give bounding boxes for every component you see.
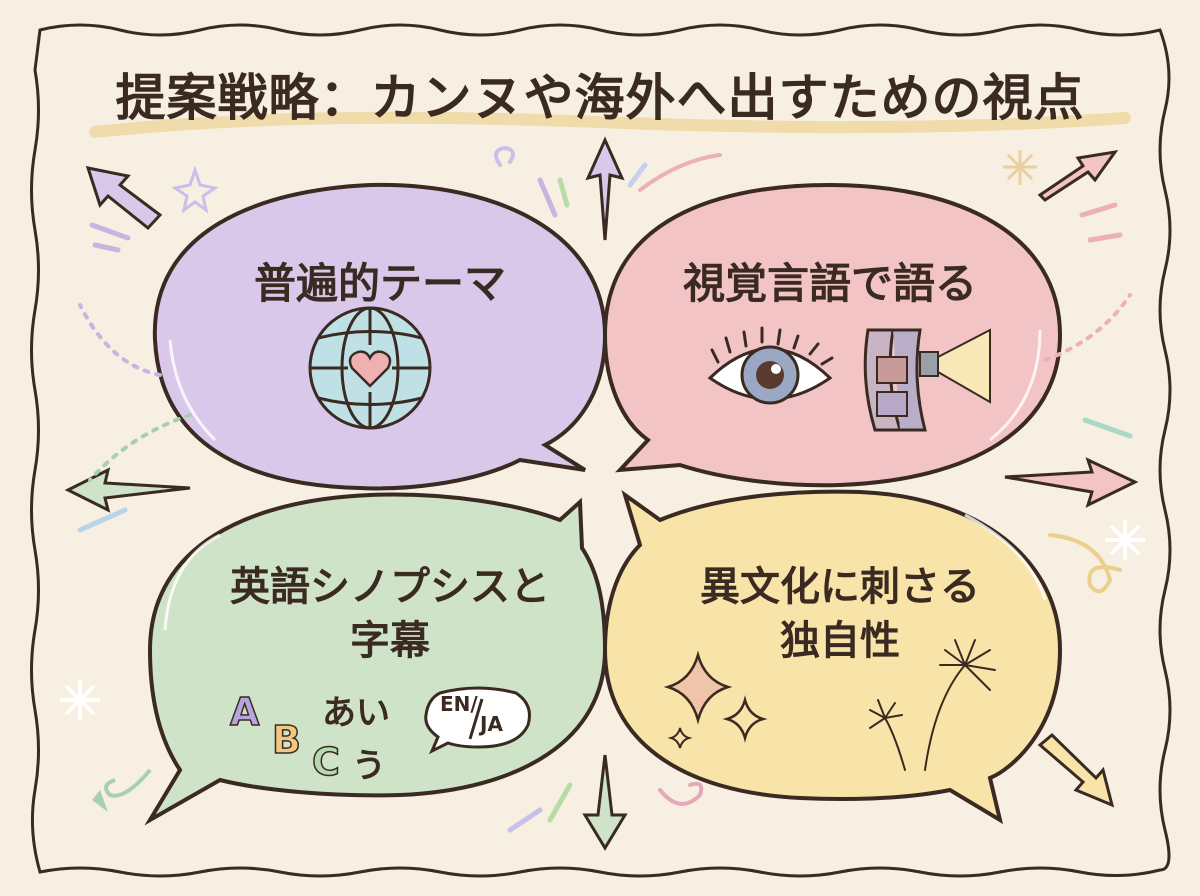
- sparkle-icon: [663, 650, 768, 749]
- title-highlight: [89, 111, 1131, 138]
- arrow-left-icon: [64, 467, 191, 513]
- bubble-label-visual-language: 視覚言語で語る: [682, 259, 977, 308]
- arrow-down-right-icon: [1037, 732, 1115, 808]
- bubble-cultural-uniqueness: [602, 489, 1063, 825]
- bubble-label-universal-theme: 普遍的テーマ: [253, 259, 506, 308]
- fireworks-icon: [869, 639, 996, 771]
- arrow-up-icon: [585, 136, 625, 241]
- arrow-up-left-icon: [85, 166, 163, 231]
- decorative-swirls: [494, 145, 1122, 806]
- decorative-dashes: [77, 162, 1133, 833]
- arrow-down-left-icon: [92, 768, 152, 812]
- wavy-border: [30, 23, 1172, 878]
- bubble-visual-language: [602, 182, 1063, 488]
- decorative-dotted-arrows: [78, 293, 1132, 482]
- bubble-label-english-synopsis: 英語シノプシスと 字幕: [190, 560, 590, 668]
- kana-ai: あい: [322, 693, 390, 733]
- globe-heart-icon: [308, 306, 432, 430]
- decorative-stars: [60, 150, 1145, 720]
- arrow-right-icon: [1004, 457, 1139, 508]
- label-ja: JA: [480, 712, 503, 736]
- label-line-2: 独自性: [780, 618, 900, 664]
- page-title: 提案戦略：カンヌや海外へ出すための視点: [115, 69, 1085, 127]
- bubble-label-cultural-uniqueness: 異文化に刺さる 独自性: [640, 560, 1040, 668]
- letter-a-icon: A: [229, 689, 260, 735]
- kana-u: う: [352, 746, 386, 786]
- label-line-2: 字幕: [350, 618, 430, 664]
- letter-c-icon: C: [311, 739, 340, 785]
- letter-b-icon: B: [271, 717, 301, 763]
- film-projector-icon: [863, 328, 991, 432]
- arrow-up-right-icon: [1037, 149, 1119, 202]
- arrow-down-icon: [582, 754, 628, 851]
- en-ja-speech-icon: [424, 686, 531, 755]
- label-en: EN/: [440, 692, 478, 716]
- eye-icon: [707, 326, 834, 405]
- label-line-1: 英語シノプシスと: [230, 564, 550, 610]
- bubble-universal-theme: [152, 182, 608, 491]
- label-line-1: 異文化に刺さる: [700, 564, 980, 610]
